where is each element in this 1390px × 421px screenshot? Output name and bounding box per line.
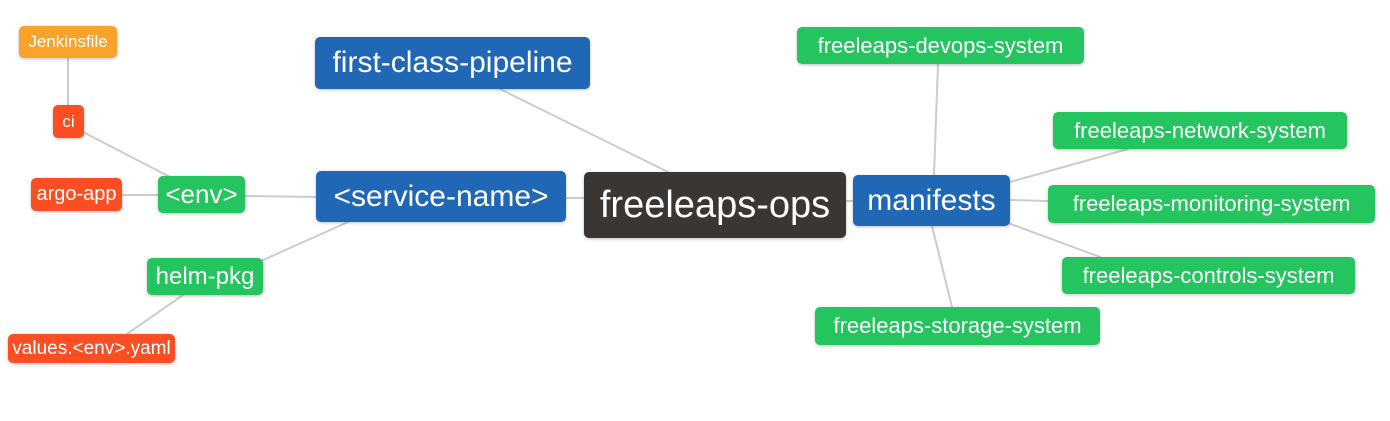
edge-manifests-storage [931, 225, 953, 308]
node-freeleaps-monitoring-system[interactable]: freeleaps-monitoring-system [1048, 185, 1375, 223]
node-freeleaps-ops-root[interactable]: freeleaps-ops [584, 172, 846, 238]
node-jenkinsfile[interactable]: Jenkinsfile [19, 26, 117, 58]
node-first-class-pipeline[interactable]: first-class-pipeline [315, 37, 590, 89]
node-service-name[interactable]: <service-name> [316, 171, 566, 222]
node-argo-app[interactable]: argo-app [31, 178, 122, 211]
edge-firstclass-root [499, 88, 669, 173]
edge-manifests-network [1009, 148, 1129, 183]
edge-valuesyaml-helmpkg [126, 294, 184, 335]
node-freeleaps-devops-system[interactable]: freeleaps-devops-system [797, 27, 1084, 64]
node-ci[interactable]: ci [53, 105, 84, 138]
node-env[interactable]: <env> [158, 176, 245, 213]
node-freeleaps-network-system[interactable]: freeleaps-network-system [1053, 112, 1347, 149]
node-values-env-yaml[interactable]: values.<env>.yaml [8, 334, 175, 363]
edge-manifests-monitoring [1009, 199, 1049, 202]
node-freeleaps-controls-system[interactable]: freeleaps-controls-system [1062, 257, 1355, 294]
edge-manifests-devops [933, 63, 939, 176]
edge-helmpkg-servicename [260, 221, 349, 262]
node-freeleaps-storage-system[interactable]: freeleaps-storage-system [815, 307, 1100, 345]
edge-env-servicename [244, 195, 317, 198]
node-helm-pkg[interactable]: helm-pkg [147, 258, 263, 295]
edge-manifests-controls [1007, 222, 1101, 258]
edge-ci-env [82, 131, 171, 178]
node-manifests[interactable]: manifests [853, 175, 1010, 226]
